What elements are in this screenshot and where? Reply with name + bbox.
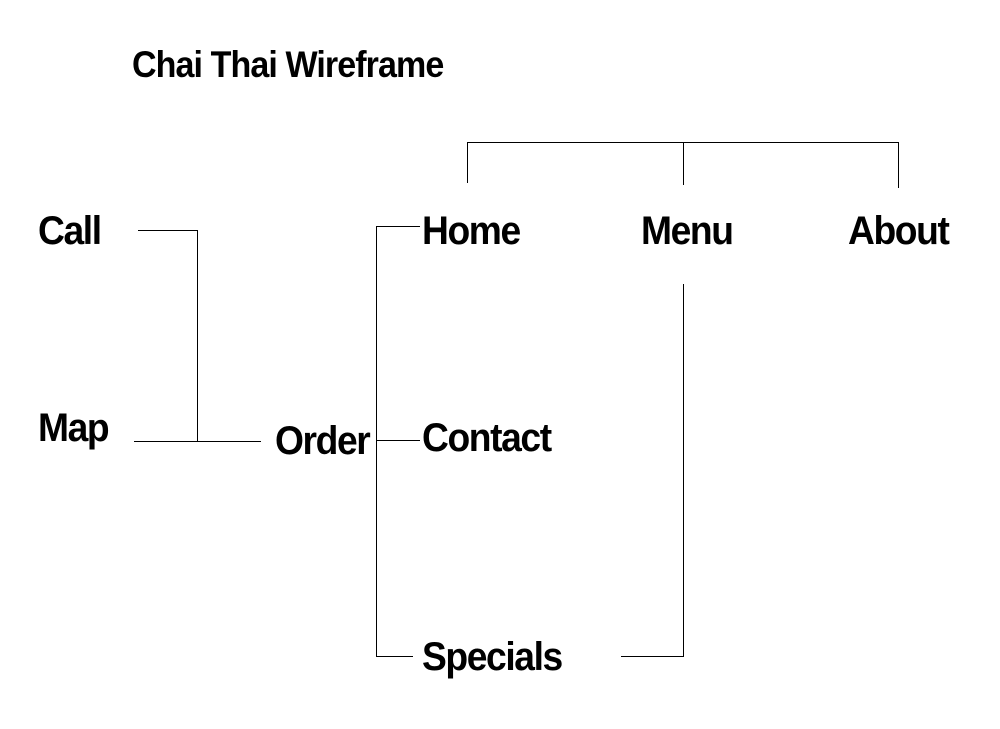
node-menu: Menu xyxy=(641,209,734,253)
node-about: About xyxy=(848,209,950,253)
connector-menu-specials xyxy=(621,284,684,657)
connector-call-order xyxy=(138,230,198,441)
node-contact: Contact xyxy=(422,416,552,460)
node-call: Call xyxy=(38,209,102,253)
node-order: Order xyxy=(275,419,371,463)
node-map: Map xyxy=(38,406,110,450)
page-title: Chai Thai Wireframe xyxy=(132,44,444,85)
connector-home-specials-bracket xyxy=(376,226,420,657)
node-specials: Specials xyxy=(422,635,563,679)
node-home: Home xyxy=(422,209,521,253)
